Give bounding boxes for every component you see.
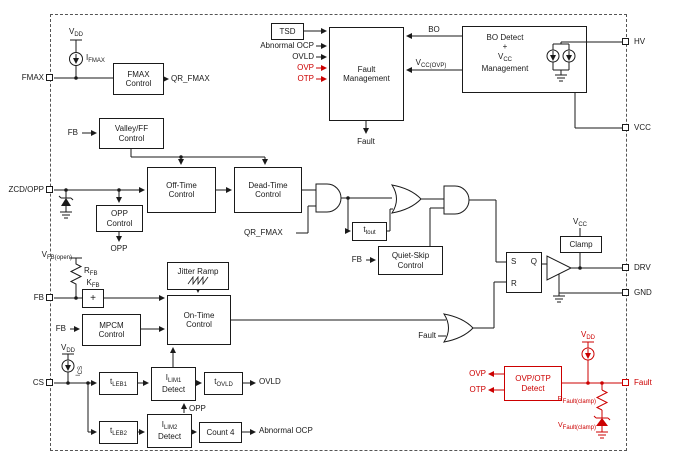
block-vcc-clamp: Clamp [560, 236, 602, 253]
and-gate-2 [443, 185, 470, 215]
block-valley-ff-control: Valley/FF Control [99, 118, 164, 149]
vdd-label-fmax: VDD [68, 27, 83, 38]
block-quiet-skip-control: Quiet-Skip Control [378, 246, 443, 275]
block-fmax-control: FMAX Control [113, 63, 164, 95]
fault-or-label: Fault [418, 331, 436, 340]
current-source-bo-icons [546, 49, 576, 82]
rfb-label: RFB [84, 266, 98, 277]
ic-boundary [50, 14, 627, 451]
ground-bo-icon [555, 74, 567, 82]
rfault-clamp-label: RFault(clamp) [557, 396, 596, 405]
zener-fault-icon [596, 418, 608, 426]
pin-zcd-opp [46, 186, 53, 193]
vdd-label-fault: VDD [580, 330, 595, 341]
resistor-rfault-icon [595, 389, 609, 411]
ramp-waveform-icon [187, 276, 209, 286]
block-off-time-control: Off-Time Control [147, 167, 216, 213]
pin-label-zcd-opp: ZCD/OPP [8, 185, 44, 194]
ics-label: ICS [76, 365, 84, 376]
current-source-fault-icon [581, 347, 595, 361]
ovld-output-label: OVLD [259, 377, 281, 386]
ovp-input-label: OVP [297, 63, 314, 72]
wires [54, 39, 622, 432]
otp-input-label: OTP [297, 74, 314, 83]
block-on-time-control: On-Time Control [167, 295, 231, 345]
vfb-open-label: VFB(open) [41, 250, 72, 261]
block-mpcm-control: MPCM Control [82, 314, 141, 346]
opp-ilim-label: OPP [189, 404, 206, 413]
current-source-fmax-icon [69, 52, 83, 66]
vfault-clamp-label: VFault(clamp) [557, 422, 596, 431]
block-timeout: ttout [352, 222, 387, 241]
pin-gnd [622, 289, 629, 296]
block-dead-time-control: Dead-Time Control [234, 167, 302, 213]
vcc-clamp-label: VCC [572, 217, 587, 228]
fault-or-gate [442, 313, 474, 343]
block-sr-latch: S Q R [506, 252, 542, 293]
pin-hv [622, 38, 629, 45]
pin-label-fb: FB [33, 293, 44, 302]
block-fault-management: Fault Management [329, 27, 404, 121]
kfb-label: KFB [86, 278, 100, 289]
ovld-input-label: OVLD [292, 52, 314, 61]
ovp-output-label: OVP [469, 369, 486, 378]
pin-label-fmax: FMAX [21, 73, 44, 82]
resistor-rfb-icon [69, 262, 83, 286]
block-kfb-sum: + [82, 289, 104, 308]
block-opp-control: OPP Control [96, 205, 143, 232]
and-gate-1 [315, 183, 342, 213]
abnormal-ocp-input-label: Abnormal OCP [260, 41, 314, 50]
pin-label-vcc: VCC [634, 123, 651, 132]
vdd-label-cs: VDD [60, 343, 75, 354]
pin-fmax [46, 74, 53, 81]
fb-label-quiet-skip: FB [351, 255, 362, 264]
driver-buffer [546, 255, 573, 281]
fb-label-valley: FB [67, 128, 78, 137]
pin-vcc [622, 124, 629, 131]
block-tsd: TSD [271, 23, 304, 40]
abnormal-ocp-output-label: Abnormal OCP [259, 426, 313, 435]
block-bo-vcc-management: BO Detect + VCC Management [462, 26, 587, 93]
block-count4: Count 4 [199, 422, 242, 443]
logic-gates [315, 183, 573, 343]
fb-label-mpcm: FB [55, 324, 66, 333]
vcc-ovp-label: VCC(OVP) [415, 58, 447, 69]
arrow-wires [54, 28, 462, 435]
fault-red-wires [316, 65, 622, 439]
ground-driver-icon [553, 295, 565, 303]
pin-fb [46, 294, 53, 301]
fault-output-label: Fault [357, 137, 375, 146]
pin-label-fault: Fault [634, 378, 652, 387]
pin-fault [622, 379, 629, 386]
otp-output-label: OTP [469, 385, 486, 394]
pin-drv [622, 264, 629, 271]
junction-dots [64, 76, 604, 385]
block-t-ovld: tOVLD [204, 372, 243, 395]
pin-label-cs: CS [32, 378, 44, 387]
qr-fmax-label-1: QR_FMAX [171, 74, 210, 83]
block-ovp-otp-detect: OVP/OTP Detect [504, 366, 562, 401]
current-source-cs-icon [61, 359, 75, 373]
zener-zcd-icon [58, 195, 74, 219]
bo-label: BO [428, 25, 440, 34]
ifmax-label: IFMAX [86, 53, 105, 64]
block-jitter-ramp: Jitter Ramp [167, 262, 229, 290]
opp-output-label: OPP [110, 244, 128, 253]
or-gate-1 [390, 184, 422, 214]
block-t-leb2: tLEB2 [99, 421, 138, 444]
ground-fault-icon [596, 431, 608, 439]
pin-cs [46, 379, 53, 386]
block-t-leb1: tLEB1 [99, 372, 138, 395]
pin-label-drv: DRV [634, 263, 651, 272]
pin-label-gnd: GND [634, 288, 652, 297]
ground-zcd-icon [60, 211, 72, 219]
pin-label-hv: HV [634, 37, 646, 46]
qr-fmax-label-2: QR_FMAX [244, 228, 283, 237]
